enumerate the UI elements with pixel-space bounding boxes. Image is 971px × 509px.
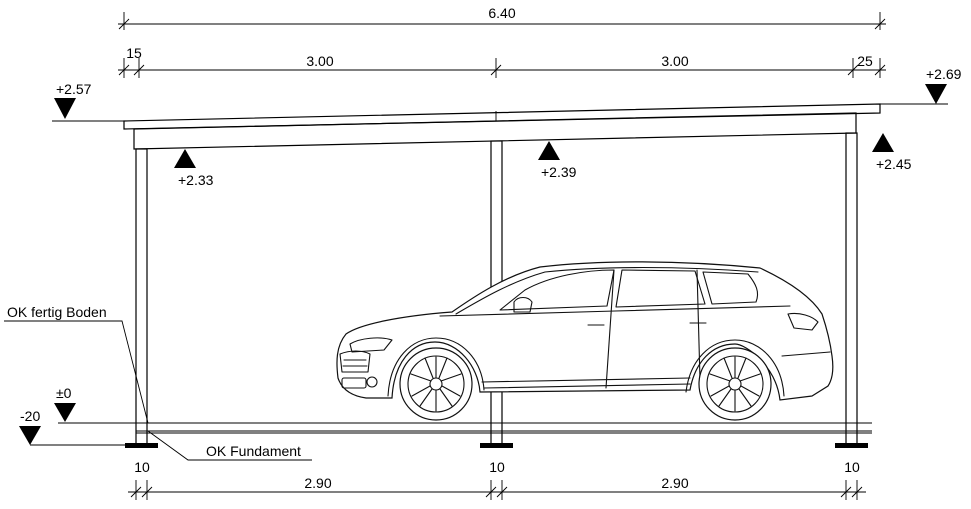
level-foundation: -20 [20,408,40,424]
level-triangle-floor [54,403,76,422]
level-roof-left: +2.57 [56,81,92,97]
level-beam-mid: +2.39 [541,164,577,180]
level-roof-right: +2.69 [926,66,962,82]
ground [30,422,872,446]
overall-dimension: 6.40 [118,5,886,30]
level-triangle-beam-mid [538,141,560,160]
bottom-dimension: 10 10 10 2.90 2.90 [128,459,866,500]
bottom-bay-right-label: 2.90 [661,475,688,491]
base-plate-mid [480,443,513,448]
level-markers: +2.57 +2.69 +2.33 +2.39 +2.45 ±0 -20 [19,66,962,445]
level-beam-right: +2.45 [876,156,912,172]
right-overhang-label: 25 [857,53,873,69]
bottom-post-left-label: 10 [134,459,150,475]
floor-label: OK fertig Boden [7,304,107,320]
bay-right-label: 3.00 [661,53,688,69]
overall-width-label: 6.40 [488,5,515,21]
foundation-label: OK Fundament [206,443,301,459]
roof [52,103,948,150]
car-rear-wheel [698,347,772,421]
bottom-bay-left-label: 2.90 [304,475,331,491]
level-triangle-roof-right [925,84,947,104]
level-beam-left: +2.33 [178,172,214,188]
segment-dimension: 15 3.00 3.00 25 [118,45,886,78]
bottom-post-mid-label: 10 [489,459,505,475]
left-overhang-label: 15 [126,45,142,61]
base-plate-left [125,443,158,448]
post-right [845,132,858,446]
level-triangle-beam-right [872,133,894,152]
level-floor: ±0 [56,385,72,401]
annotations: OK fertig Boden OK Fundament [4,304,312,461]
level-triangle-roof-left [54,98,76,119]
base-plate-right [835,443,868,448]
bay-left-label: 3.00 [306,53,333,69]
car-illustration [336,261,834,421]
post-left [135,148,148,446]
bottom-post-right-label: 10 [844,459,860,475]
car-front-wheel [399,347,473,421]
level-triangle-beam-left [174,149,196,168]
level-triangle-foundation [19,426,41,445]
